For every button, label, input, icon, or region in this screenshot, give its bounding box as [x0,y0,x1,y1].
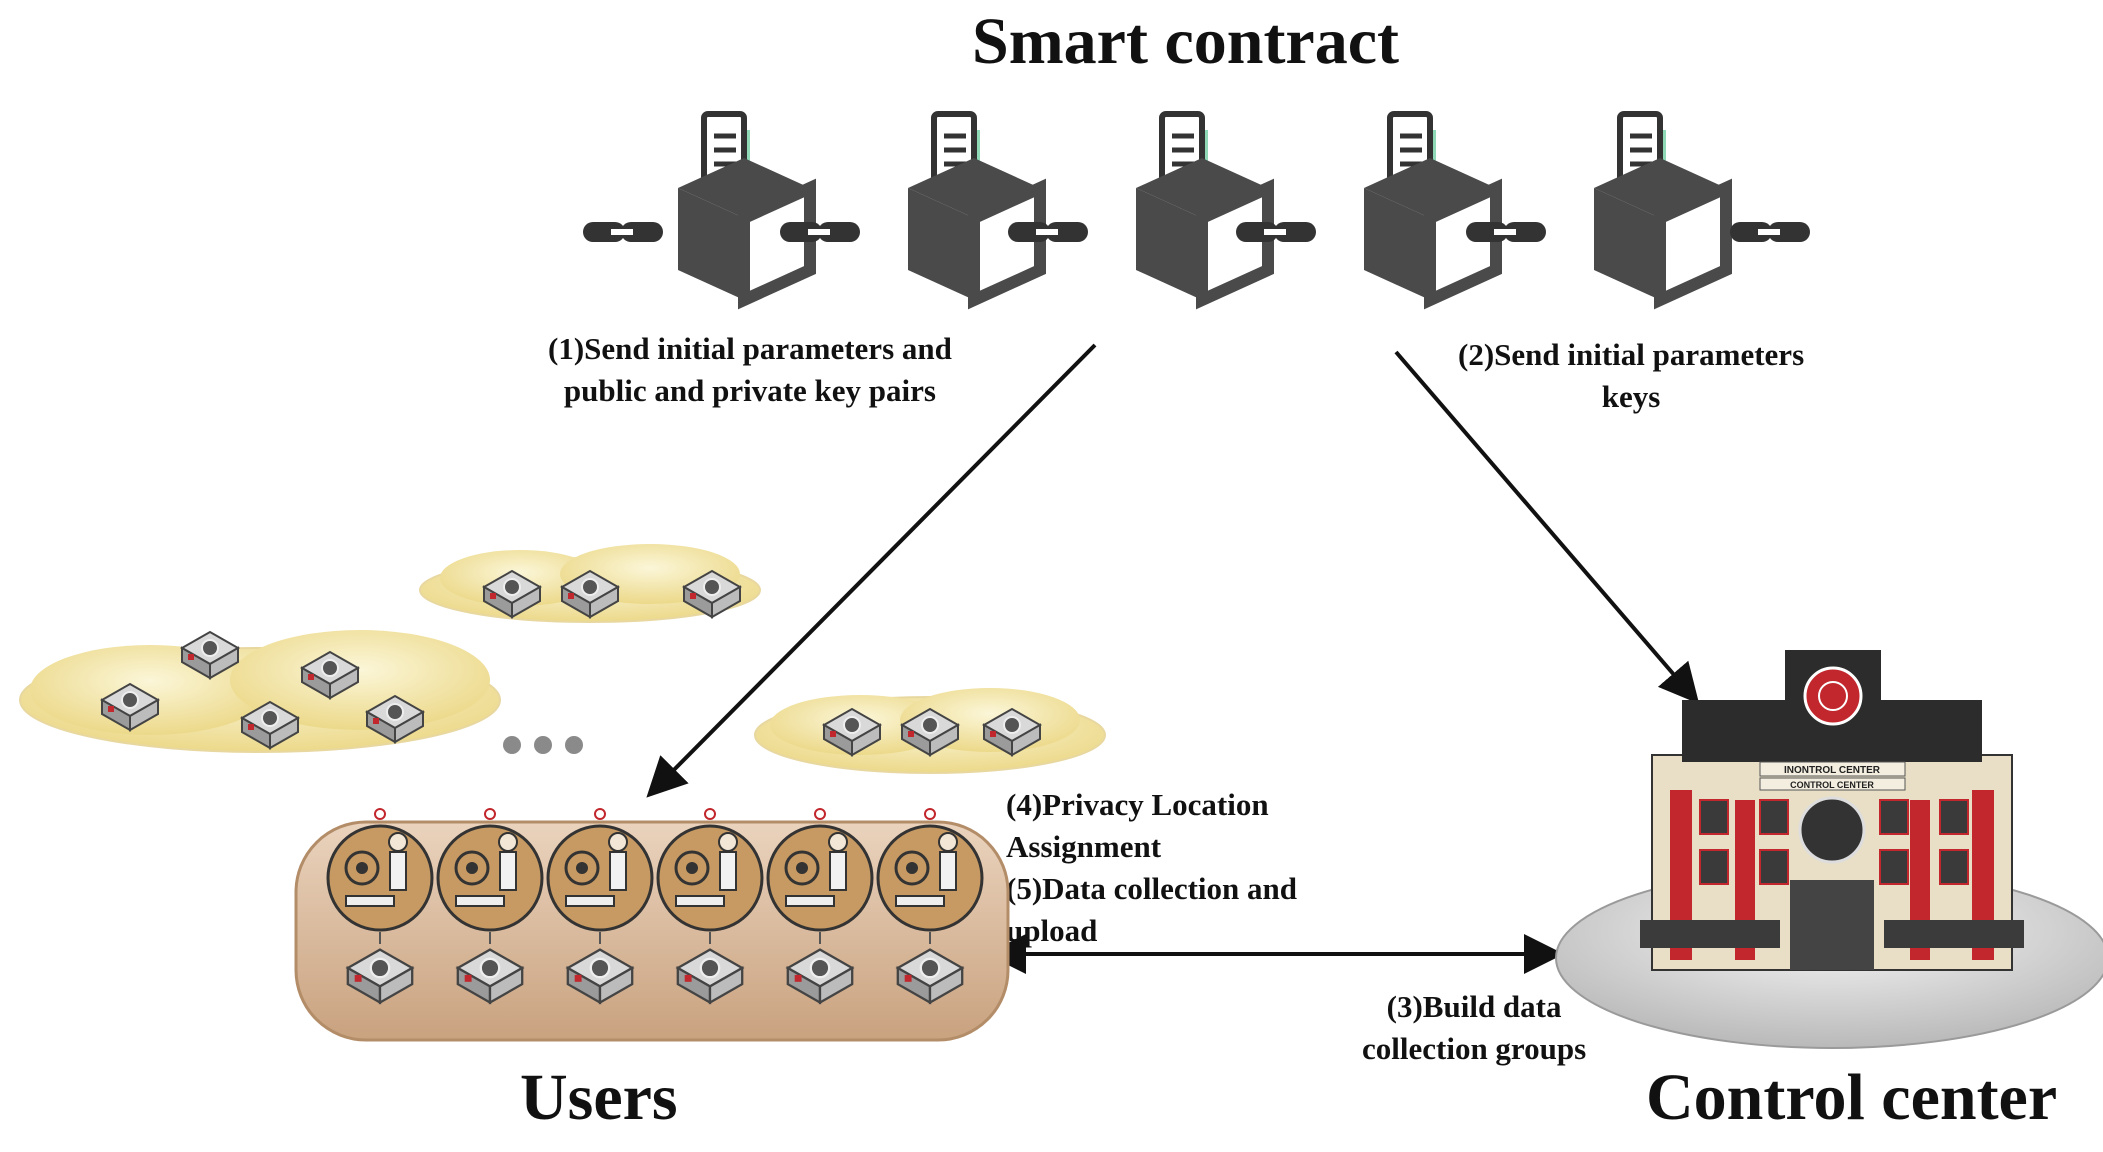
building-window [1939,799,1969,835]
sensor-device-icon [785,948,855,1005]
chain-link-icon [1008,222,1088,242]
user-avatar-icon [656,808,764,944]
sensor-device-icon [981,707,1043,757]
ellipsis-icon [503,736,583,754]
blockchain-block-icon [1136,111,1274,310]
step-1-line-1: (1)Send initial parameters and [548,331,952,366]
chain-link-icon [780,222,860,242]
users-title: Users [520,1061,678,1134]
sensor-device-icon [345,948,415,1005]
control-center-building-icon: INONTROL CENTER CONTROL CENTER [1640,650,2024,971]
blockchain-block-icon [1364,111,1502,310]
building-window [1879,799,1909,835]
arrow-step-2 [1394,350,1700,705]
user-avatar-icon [326,808,434,944]
blockchain [583,111,1810,310]
building-window [1699,799,1729,835]
sensor-device-icon [99,682,161,732]
blockchain-block-icon [908,111,1046,310]
cloud-devices [99,569,1043,757]
step-1-line-2: public and private key pairs [563,373,936,408]
step-2-line-1: (2)Send initial parameters [1458,337,1805,372]
blockchain-block-icon [1594,111,1732,310]
sensor-device-icon [681,569,743,619]
building-sign-top: INONTROL CENTER [1784,765,1881,776]
step-2-label: (2)Send initial parameters keys [1458,334,1804,418]
user-avatar-icon [766,808,874,944]
step-1-label: (1)Send initial parameters and public an… [548,328,952,412]
sensor-device-icon [821,707,883,757]
step-4-line-1: (4)Privacy Location [1006,787,1269,822]
building-sign-bottom: CONTROL CENTER [1790,780,1874,790]
step-2-line-2: keys [1601,379,1661,414]
building-window [1699,849,1729,885]
smart-contract-title: Smart contract [972,5,1400,78]
users-row [326,808,984,1005]
building-window [1759,849,1789,885]
control-center-title: Control center [1646,1061,2058,1134]
sensor-device-icon [899,707,961,757]
sensor-device-icon [895,948,965,1005]
building-window [1759,799,1789,835]
step-3-line-1: (3)Build data [1386,989,1562,1024]
building-window [1939,849,1969,885]
chain-link-icon [1236,222,1316,242]
sensor-device-icon [455,948,525,1005]
blockchain-block-icon [678,111,816,310]
sensor-device-icon [299,650,361,700]
user-avatar-icon [546,808,654,944]
user-avatar-icon [436,808,544,944]
sensor-device-icon [179,630,241,680]
sensor-device-icon [481,569,543,619]
sensor-device-icon [239,700,301,750]
chain-link-icon [583,222,663,242]
sensor-device-icon [559,569,621,619]
step-3-line-2: collection groups [1362,1031,1587,1066]
step-5-line-1: (5)Data collection and [1006,871,1298,906]
step-4-line-2: Assignment [1006,829,1162,864]
user-avatar-icon [876,808,984,944]
sensor-device-icon [675,948,745,1005]
chain-link-icon [1466,222,1546,242]
chain-link-icon [1730,222,1810,242]
arrow-step-1 [646,343,1097,798]
step-3-label: (3)Build data collection groups [1362,986,1586,1070]
sensor-device-icon [364,694,426,744]
building-window [1879,849,1909,885]
sensor-device-icon [565,948,635,1005]
